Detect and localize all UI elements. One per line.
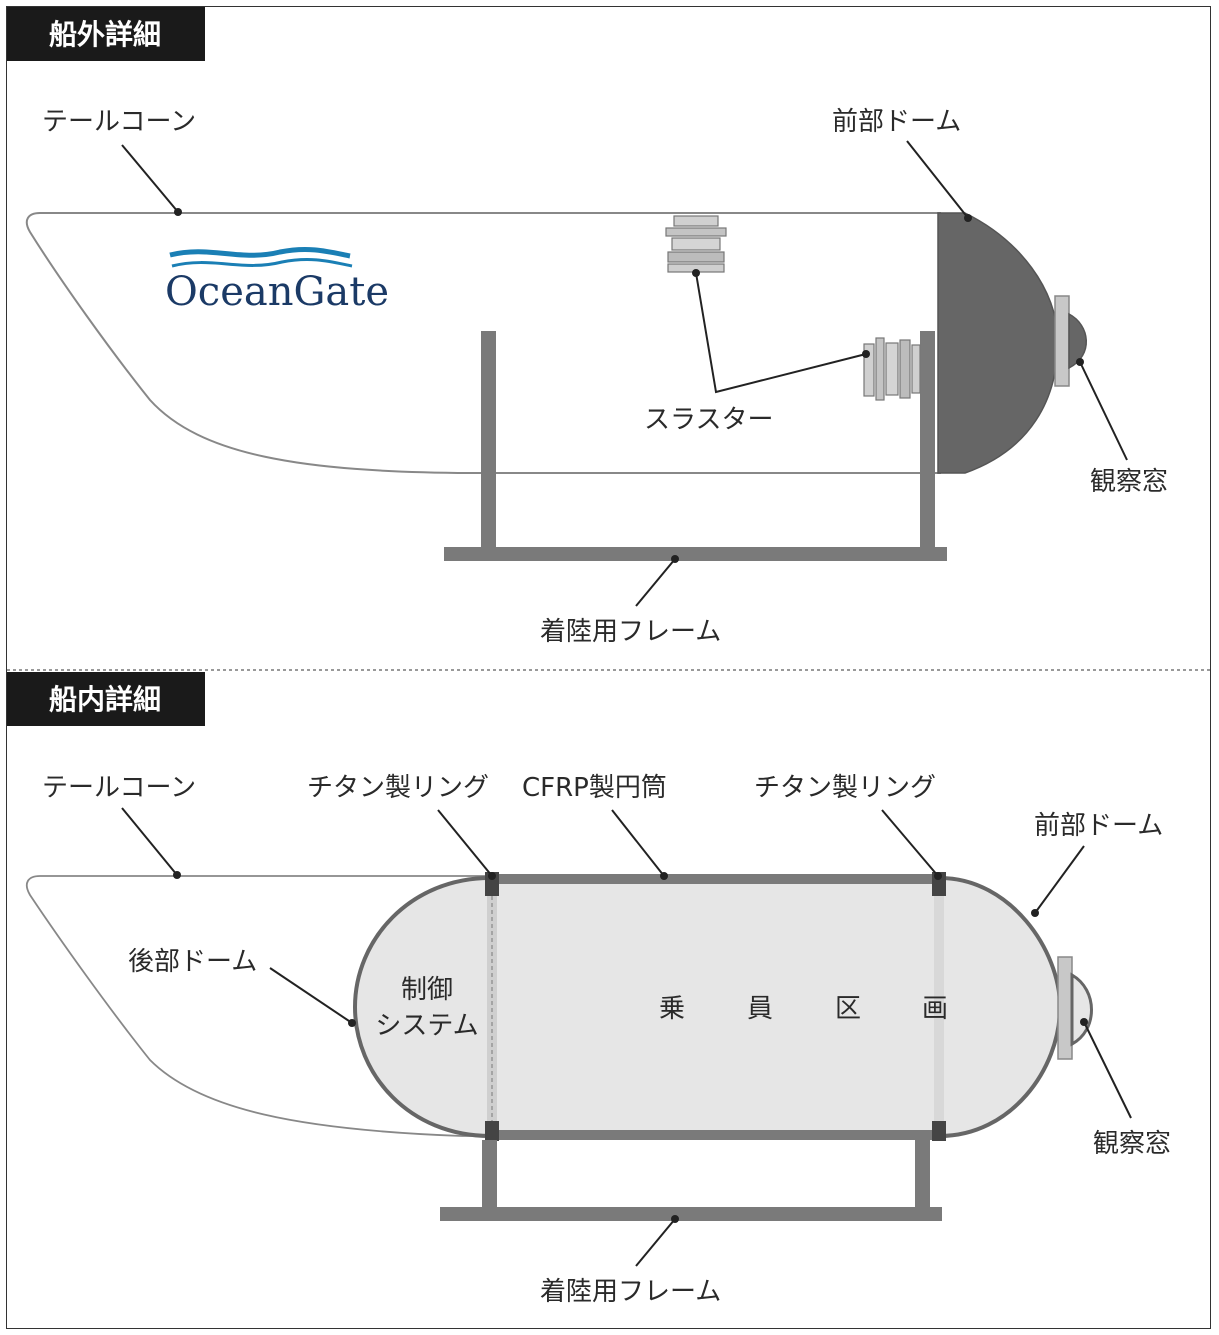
exterior-frame-post-right	[920, 331, 935, 551]
exterior-section: 船外詳細 OceanGate	[7, 7, 1168, 647]
label-control-system-1: 制御	[401, 975, 453, 1005]
label-crew-4: 画	[922, 994, 948, 1024]
leader-viewport	[1079, 361, 1128, 461]
leader-tail-cone-2	[121, 807, 178, 876]
interior-section: 船内詳細	[7, 672, 1171, 1307]
logo-text: OceanGate	[165, 269, 389, 315]
interior-frame-post-right	[915, 1140, 930, 1210]
leader-dot	[671, 555, 679, 563]
leader-dot	[671, 1215, 679, 1223]
exterior-landing-frame	[444, 547, 947, 561]
leader-dot	[488, 872, 496, 880]
leader-landing-frame	[635, 558, 676, 607]
exterior-front-dome	[937, 212, 1059, 474]
label-tail-cone: テールコーン	[42, 107, 196, 137]
interior-landing-frame	[440, 1207, 942, 1221]
leader-ring-left	[437, 809, 493, 877]
exterior-viewport-ring	[1054, 295, 1070, 387]
diagram-frame	[6, 6, 1211, 1329]
cfrp-cylinder-bottom	[490, 1130, 940, 1140]
leader-dot	[1076, 358, 1084, 366]
interior-pressure-hull	[352, 876, 1063, 1138]
leader-dot	[660, 872, 668, 880]
leader-dot	[862, 350, 870, 358]
leader-dot	[964, 214, 972, 222]
label-viewport: 観察窓	[1090, 467, 1168, 497]
leader-viewport-2	[1083, 1021, 1132, 1119]
interior-viewport-ring	[1057, 956, 1073, 1060]
titanium-ring-left-bottom	[485, 1121, 499, 1141]
label-ring-left: チタン製リング	[307, 773, 489, 803]
leader-dot	[934, 872, 942, 880]
interior-frame-post-left	[482, 1140, 497, 1210]
exterior-header-bg	[7, 7, 205, 61]
top-thruster	[665, 215, 727, 273]
label-thrusters: スラスター	[644, 405, 773, 435]
label-control-system-2: システム	[375, 1011, 478, 1041]
label-landing-frame: 着陸用フレーム	[540, 617, 721, 647]
leader-tail-cone	[121, 144, 179, 213]
label-tail-cone-2: テールコーン	[42, 773, 196, 803]
leader-front-dome-2	[1034, 845, 1085, 914]
leader-ring-right	[881, 809, 939, 877]
leader-dot	[174, 208, 182, 216]
cfrp-cylinder-top	[490, 874, 940, 884]
label-crew-3: 区	[835, 994, 861, 1024]
exterior-frame-post-left	[481, 331, 496, 551]
interior-header-bg	[7, 672, 205, 726]
titanium-ring-right-bottom	[932, 1121, 946, 1141]
leader-dot	[692, 269, 700, 277]
leader-thrusters	[695, 272, 867, 394]
leader-rear-dome	[269, 967, 353, 1024]
label-ring-right: チタン製リング	[754, 773, 936, 803]
interior-viewport	[1070, 972, 1093, 1047]
logo-wave-icon	[171, 257, 353, 268]
side-thruster	[863, 337, 921, 401]
label-front-dome: 前部ドーム	[832, 107, 961, 137]
label-landing-frame-2: 着陸用フレーム	[540, 1277, 721, 1307]
label-cfrp-cylinder: CFRP製円筒	[522, 773, 667, 803]
leader-dot	[173, 871, 181, 879]
label-crew-1: 乗	[659, 994, 685, 1024]
label-rear-dome: 後部ドーム	[128, 947, 257, 977]
leader-landing-frame-2	[635, 1218, 676, 1267]
leader-dot	[1080, 1018, 1088, 1026]
oceangate-logo: OceanGate	[165, 246, 389, 315]
logo-wave-icon	[169, 246, 351, 259]
leader-dot	[348, 1019, 356, 1027]
leader-front-dome	[906, 140, 969, 219]
label-crew-2: 員	[747, 994, 773, 1024]
exterior-viewport	[1068, 312, 1087, 370]
leader-cfrp	[611, 809, 665, 877]
label-front-dome-2: 前部ドーム	[1034, 811, 1163, 841]
leader-dot	[1031, 909, 1039, 917]
exterior-header: 船外詳細	[49, 18, 161, 51]
label-viewport-2: 観察窓	[1093, 1129, 1171, 1159]
interior-header: 船内詳細	[49, 683, 161, 716]
titanium-ring-left-top	[485, 872, 499, 896]
titanium-ring-right-band	[934, 896, 944, 1121]
